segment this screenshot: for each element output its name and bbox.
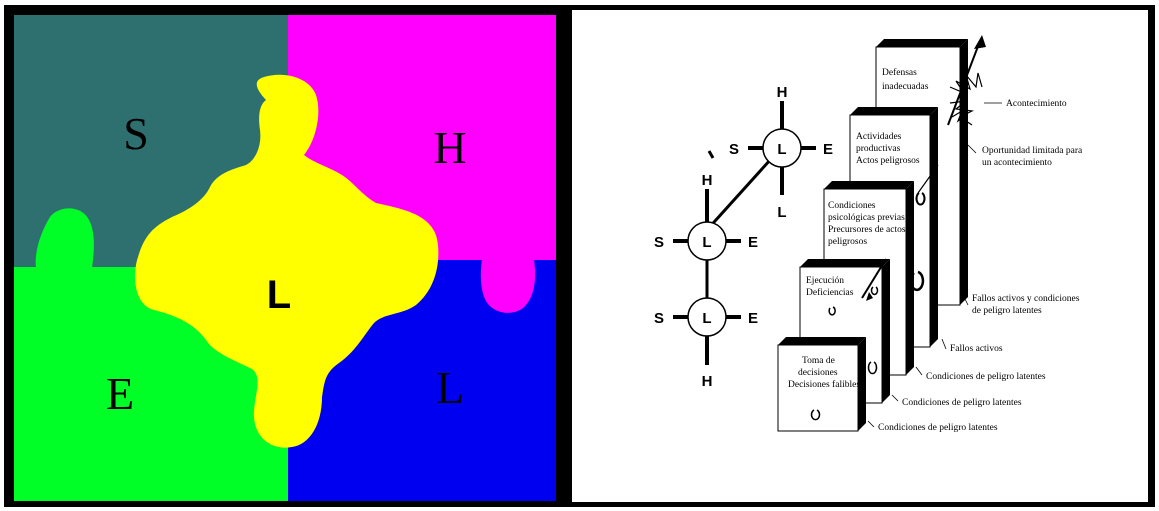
- shell-hub-1: L H S E L: [729, 84, 833, 221]
- label-opportunity-line-2: un acontecimiento: [982, 158, 1052, 168]
- hub-3-right: E: [748, 310, 758, 327]
- hub-2-left: S: [654, 234, 664, 251]
- hub-1-center: L: [777, 141, 786, 158]
- label-latent-3: Condiciones de peligro latentes: [878, 423, 998, 433]
- hub-connector: [707, 150, 715, 159]
- label-active-latent-line-2: de peligro latentes: [972, 306, 1042, 316]
- plate-supervision-line-1: Ejecución: [806, 276, 844, 286]
- label-accident: Acontecimiento: [1006, 99, 1067, 109]
- label-active-latent-line-1: Fallos activos y condiciones: [972, 294, 1080, 304]
- quadrant-label-environment: E: [106, 368, 134, 419]
- plate-decisions: Toma de decisiones Decisiones falibles: [777, 337, 866, 432]
- hub-1-bottom: L: [777, 204, 786, 221]
- knob-top-right: [480, 259, 536, 313]
- hub-connector: [704, 147, 782, 233]
- label-active-failures: Fallos activos: [950, 344, 1003, 354]
- center-piece: [135, 74, 439, 448]
- hub-1-right: E: [823, 141, 833, 158]
- label-latent-1: Condiciones de peligro latentes: [926, 372, 1046, 382]
- hub-2-top: H: [702, 172, 713, 189]
- accident-burst: [949, 72, 983, 126]
- plate-unsafe-acts-line-2: productivas: [856, 144, 901, 154]
- plate-holes: [810, 192, 926, 421]
- hub-2-center: L: [702, 234, 711, 251]
- quadrant-label-hardware: H: [433, 122, 466, 173]
- plate-decisions-line-1: Toma de: [802, 356, 835, 366]
- plate-preconditions-line-2: psicológicas previas: [828, 213, 905, 223]
- reason-model-panel: L H S E L L H S E L S E H: [566, 5, 1155, 507]
- plate-decisions-line-2: decisiones: [798, 368, 838, 378]
- plate-preconditions-line-4: peligrosos: [828, 237, 867, 247]
- plate-supervision-line-2: Deficiencias: [806, 287, 854, 298]
- plate-unsafe-acts-line-3: Actos peligrosos: [856, 156, 920, 166]
- center-label-liveware: L: [267, 273, 291, 317]
- knob-bottom-left: [35, 208, 94, 268]
- pointer-lines: [867, 102, 1002, 428]
- hub-1-left: S: [729, 141, 739, 158]
- quadrant-label-liveware: L: [436, 362, 464, 413]
- label-latent-2: Condiciones de peligro latentes: [902, 398, 1022, 408]
- hub-3-center: L: [702, 310, 711, 327]
- shell-puzzle-diagram: S H E L L: [14, 15, 556, 501]
- quadrant-label-software: S: [123, 108, 149, 159]
- reason-model-diagram: L H S E L L H S E L S E H: [572, 10, 1148, 502]
- plate-preconditions-line-1: Condiciones: [828, 201, 876, 211]
- shell-hub-3: L S E H: [654, 297, 758, 390]
- trajectory-arrow: [861, 35, 986, 301]
- plate-unsafe-acts-line-1: Actividades: [856, 132, 902, 142]
- shell-hub-2: L H S E: [654, 172, 758, 261]
- shell-puzzle-panel: S H E L L: [4, 5, 566, 507]
- hub-3-left: S: [654, 310, 664, 327]
- plate-preconditions-line-3: Precursores de actos: [828, 225, 906, 235]
- plate-decisions-line-3: Decisiones falibles: [788, 379, 860, 390]
- plate-defenses-line-2: inadecuadas: [882, 82, 929, 92]
- label-opportunity-line-1: Oportunidad limitada para: [982, 146, 1083, 156]
- hub-1-top: H: [777, 84, 788, 101]
- plate-defenses-line-1: Defensas: [882, 67, 917, 78]
- hub-3-bottom: H: [702, 373, 713, 390]
- hub-2-right: E: [748, 234, 758, 251]
